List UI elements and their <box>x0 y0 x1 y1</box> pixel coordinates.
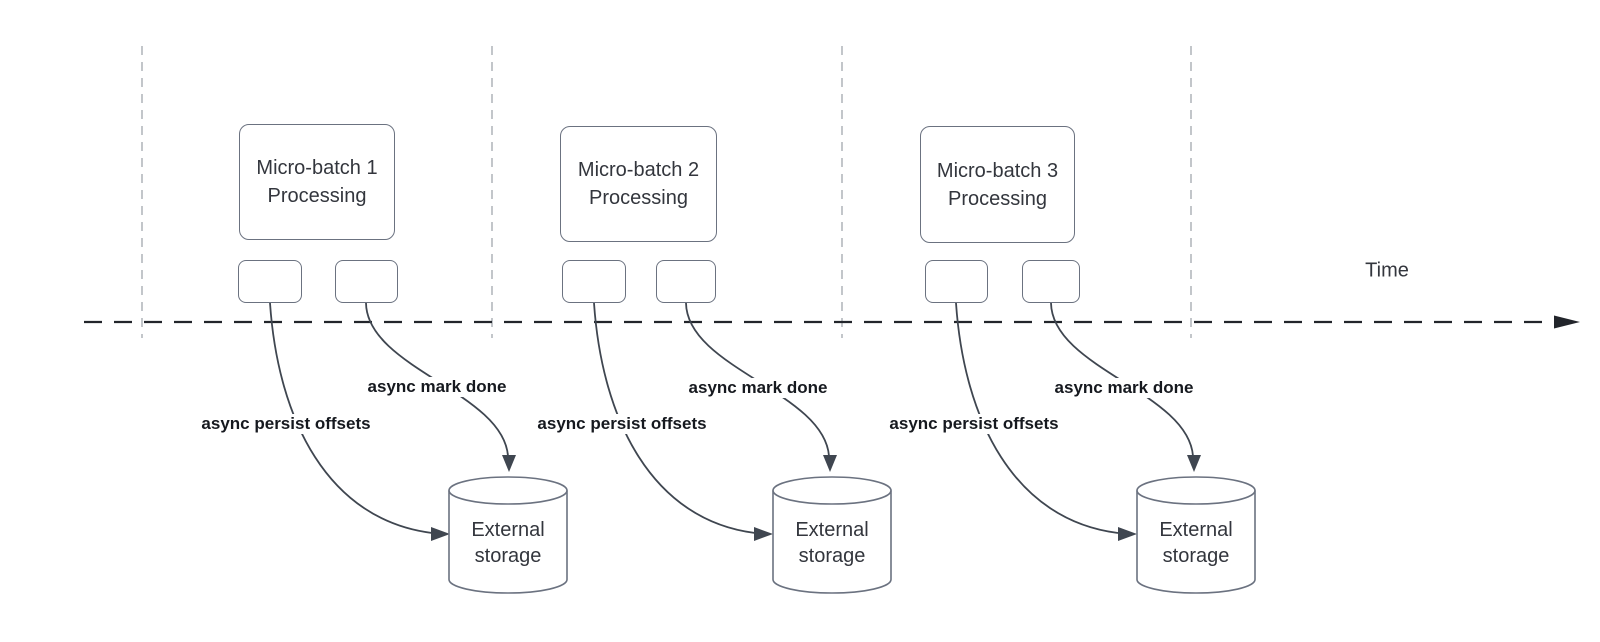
persist-offsets-arrowhead-icon-2 <box>754 527 773 541</box>
markdone-task-box-3 <box>1022 260 1080 303</box>
mark-done-label-3: async mark done <box>1052 378 1196 398</box>
persist-task-box-3 <box>925 260 988 303</box>
external-storage-label-1-line2: storage <box>474 545 542 567</box>
markdone-task-box-2 <box>656 260 716 303</box>
external-storage-label-1: External storage <box>449 517 567 569</box>
external-storage-label-2-line2: storage <box>798 545 866 567</box>
persist-offsets-arrowhead-icon-1 <box>431 527 450 541</box>
mark-done-label-2: async mark done <box>686 378 830 398</box>
mark-done-arrowhead-icon-3 <box>1187 455 1201 472</box>
mark-done-label-1: async mark done <box>365 377 509 397</box>
external-storage-label-3: External storage <box>1137 517 1255 569</box>
microbatch-3-processing-box: Micro-batch 3 Processing <box>920 126 1075 243</box>
mark-done-arrowhead-icon-1 <box>502 455 516 472</box>
microbatch-3-title-line1: Micro-batch 3 <box>936 159 1059 182</box>
external-storage-label-3-line2: storage <box>1162 545 1230 567</box>
persist-offsets-arrowhead-icon-3 <box>1118 527 1137 541</box>
external-storage-cylinder-1 <box>448 476 568 594</box>
microbatch-1-title-line2: Processing <box>267 185 367 207</box>
external-storage-label-2: External storage <box>773 517 891 569</box>
external-storage-label-2-line1: External <box>795 519 869 541</box>
time-axis-label: Time <box>1365 259 1409 282</box>
microbatch-2-title-line2: Processing <box>589 187 688 209</box>
microbatch-2-title-line1: Micro-batch 2 <box>577 159 700 181</box>
persist-offsets-arrow-3 <box>955 302 1119 534</box>
external-storage-label-3-line1: External <box>1159 519 1233 541</box>
persist-task-box-1 <box>238 260 302 303</box>
external-storage-label-1-line1: External <box>471 519 545 541</box>
persist-offsets-label-3: async persist offsets <box>887 414 1061 434</box>
microbatch-1-processing-box: Micro-batch 1 Processing <box>239 124 395 240</box>
persist-offsets-label-1: async persist offsets <box>199 414 373 434</box>
persist-offsets-arrow-2 <box>593 302 756 534</box>
external-storage-cylinder-2 <box>772 476 892 594</box>
mark-done-arrowhead-icon-2 <box>823 455 837 472</box>
microbatch-3-title-line2: Processing <box>948 187 1047 210</box>
microbatch-1-title-line1: Micro-batch 1 <box>256 157 378 179</box>
persist-task-box-2 <box>562 260 626 303</box>
persist-offsets-label-2: async persist offsets <box>535 414 709 434</box>
external-storage-cylinder-3 <box>1136 476 1256 594</box>
persist-offsets-arrow-1 <box>269 302 433 534</box>
markdone-task-box-1 <box>335 260 398 303</box>
microbatch-2-processing-box: Micro-batch 2 Processing <box>560 126 717 242</box>
time-axis-arrowhead-icon <box>1554 315 1580 329</box>
